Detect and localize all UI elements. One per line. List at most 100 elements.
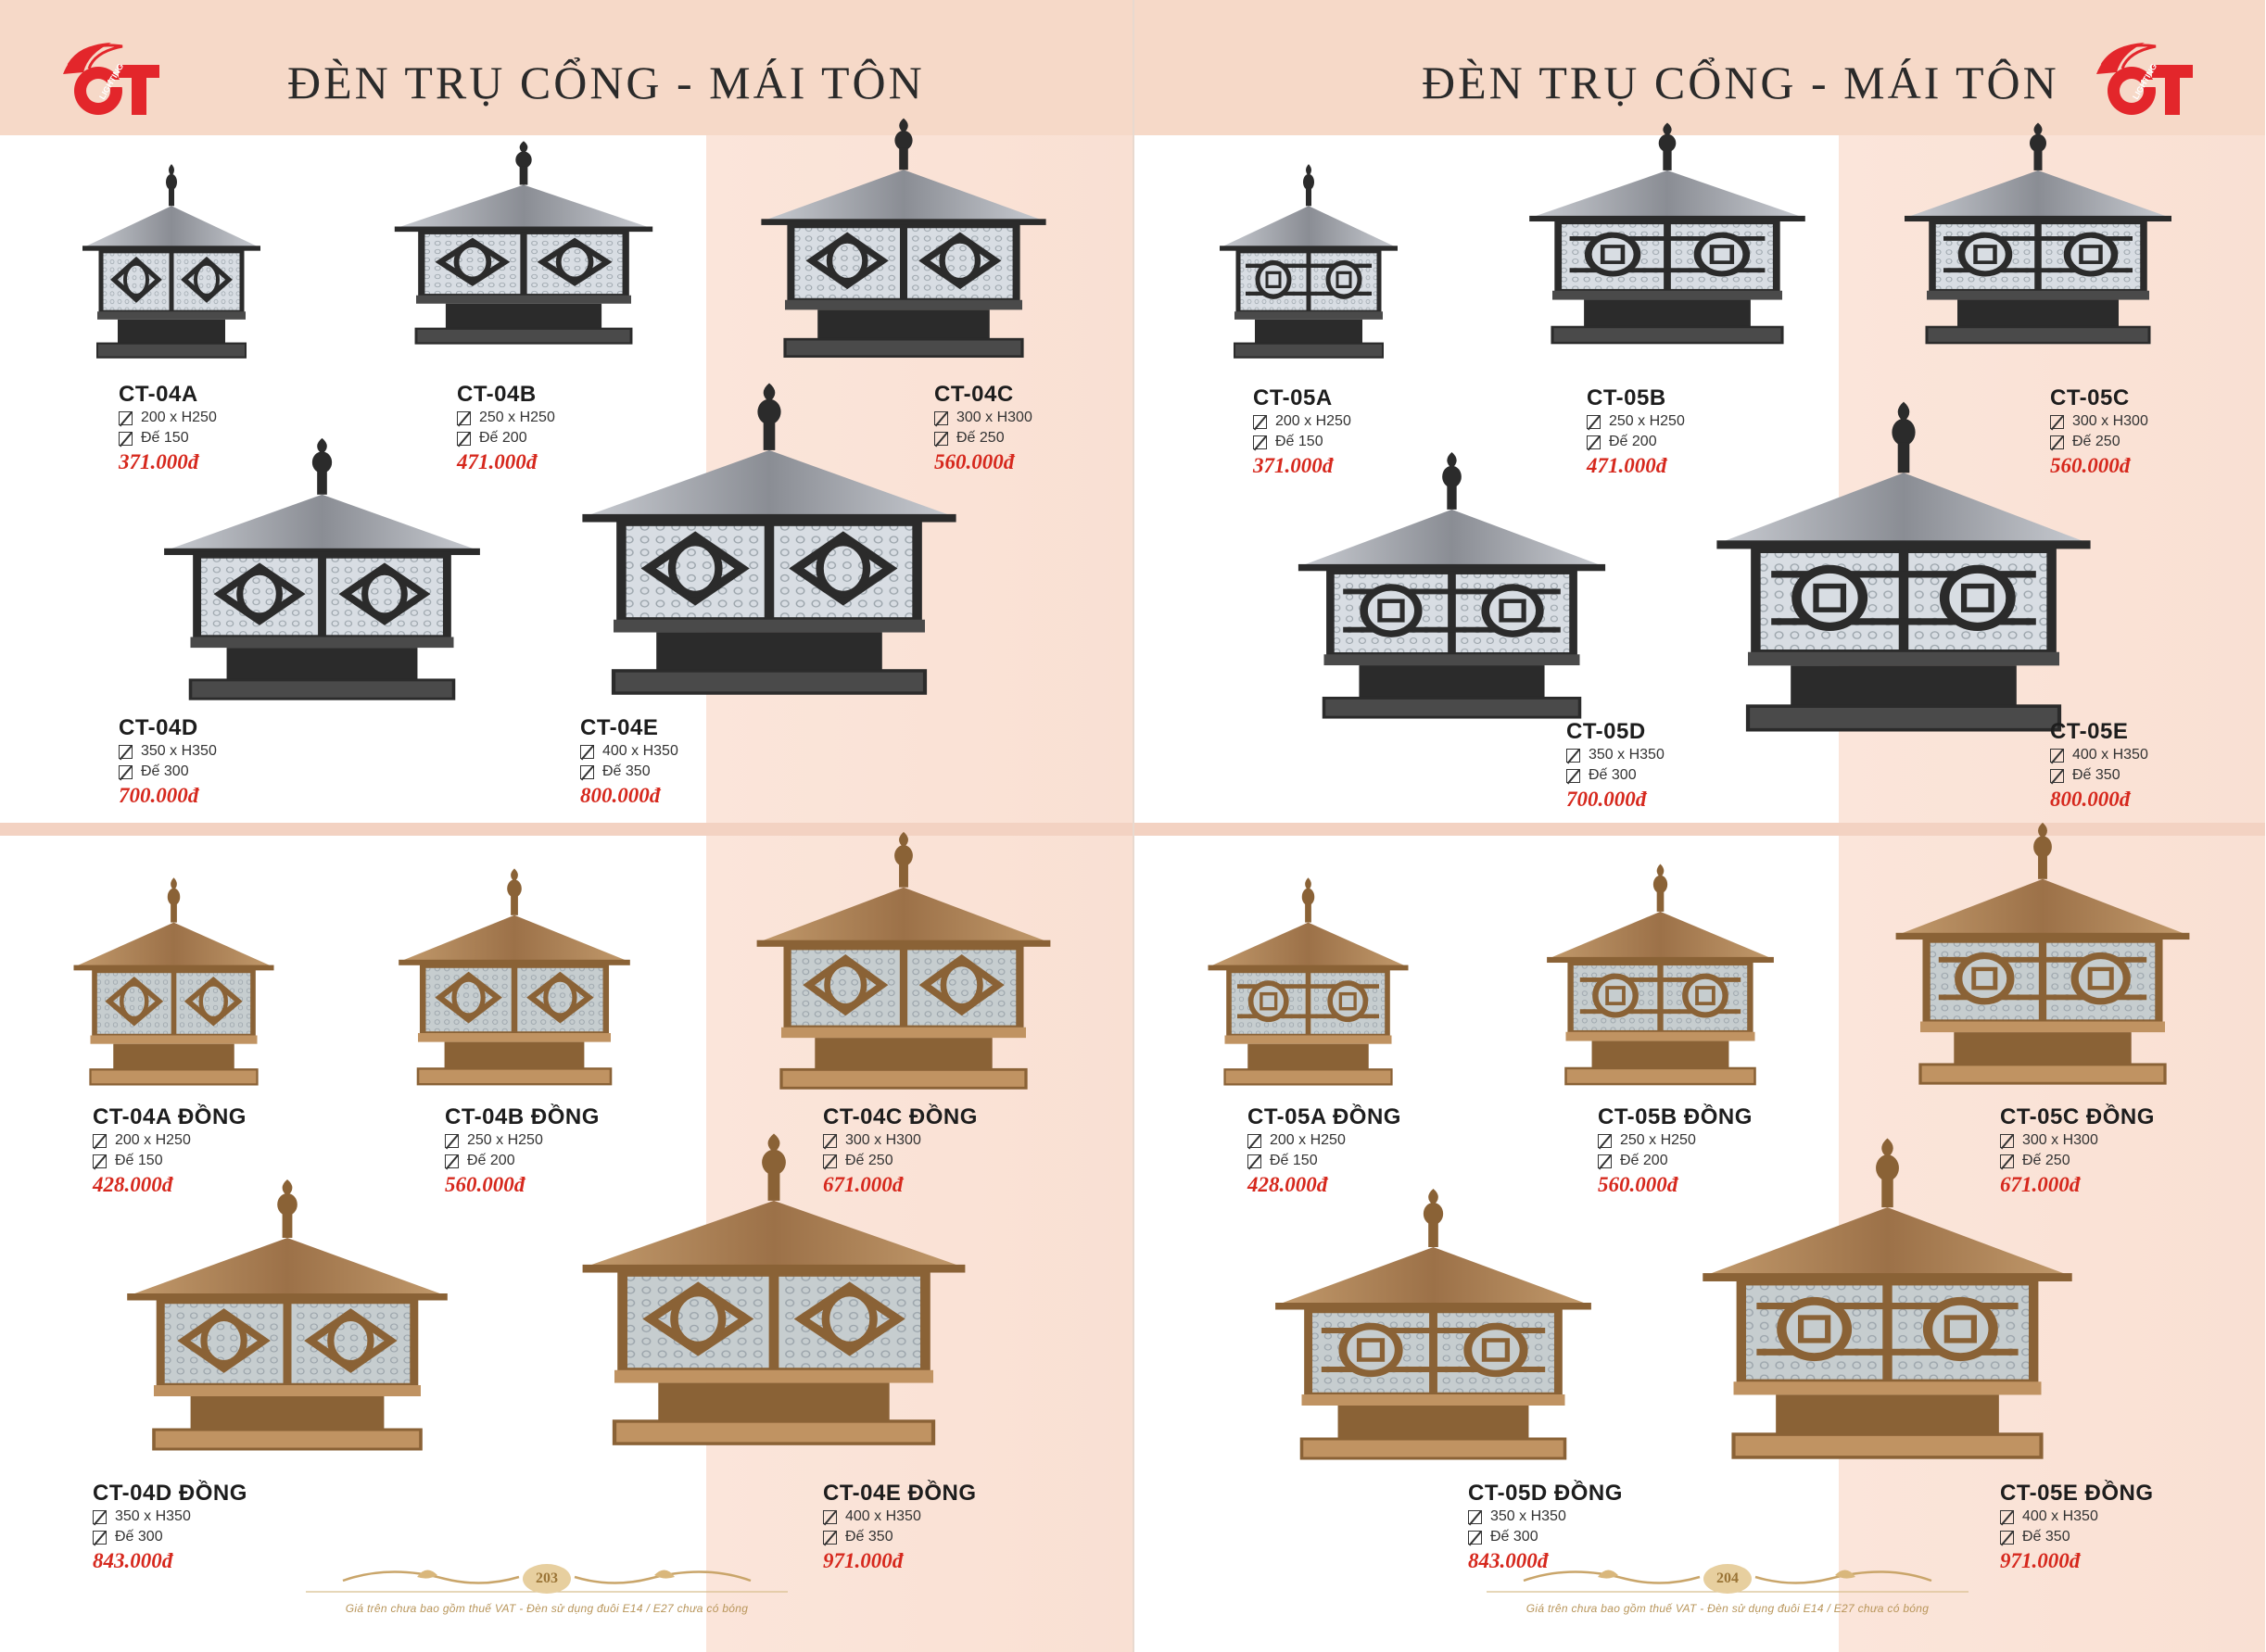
product-base-text: Đế 200: [1620, 1153, 1668, 1168]
product-code: CT-04E: [580, 715, 659, 740]
product-size: 250 x H250: [445, 1130, 600, 1151]
product-size-text: 250 x H250: [467, 1132, 543, 1148]
product-size: 300 x H300: [934, 408, 1032, 428]
product-code: CT-04C ĐỒNG: [823, 1104, 978, 1129]
bronze-gate-lamp-image: [1542, 862, 1779, 1093]
product-price: 560.000đ: [445, 1173, 525, 1196]
product-size-text: 250 x H250: [1609, 413, 1685, 429]
section-divider: [0, 823, 1133, 836]
product-size-text: 350 x H350: [1490, 1508, 1566, 1524]
product-code: CT-04D ĐỒNG: [93, 1481, 247, 1506]
product-base-text: Đế 200: [1609, 434, 1657, 449]
bronze-gate-lamp-image: [1269, 1186, 1598, 1469]
product-base: Đế 300: [93, 1527, 247, 1547]
product-price: 428.000đ: [1247, 1173, 1328, 1196]
product-size: 400 x H350: [823, 1507, 977, 1527]
page-footer: 204 Giá trên chưa bao gồm thuế VAT - Đèn…: [1487, 1560, 1969, 1615]
bronze-gate-lamp-image: [394, 866, 635, 1093]
bronze-gate-lamp-image: [1204, 876, 1412, 1093]
page-header: [1134, 0, 2265, 135]
product-info: CT-04E 400 x H350 Đế 350 800.000đ: [580, 715, 678, 808]
dimension-icon: [119, 411, 133, 425]
product-base-text: Đế 150: [1270, 1153, 1318, 1168]
product-size-text: 200 x H250: [115, 1132, 191, 1148]
catalog-page-right: LIGHTING ĐÈN TRỤ CỔNG - MÁI TÔN: [1133, 0, 2265, 1652]
dimension-icon: [445, 1134, 459, 1148]
dimension-icon: [1468, 1510, 1482, 1524]
product-price: 560.000đ: [2050, 454, 2131, 477]
product-base-text: Đế 250: [2022, 1153, 2070, 1168]
black-gate-lamp-image: [79, 162, 264, 366]
product-base-text: Đế 200: [479, 430, 527, 446]
product-base: Đế 350: [580, 762, 678, 782]
dimension-icon: [2000, 1531, 2014, 1545]
product-size-text: 200 x H250: [1270, 1132, 1346, 1148]
product-code: CT-05D ĐỒNG: [1468, 1481, 1623, 1506]
product-info: CT-04D ĐỒNG 350 x H350 Đế 300 843.000đ: [93, 1481, 247, 1573]
product-base: Đế 250: [2050, 432, 2148, 452]
product-code: CT-04B ĐỒNG: [445, 1104, 600, 1129]
dimension-icon: [934, 411, 948, 425]
product-size-text: 400 x H350: [2022, 1508, 2098, 1524]
black-gate-lamp-image: [1292, 449, 1612, 727]
product-size-text: 250 x H250: [479, 410, 555, 425]
product-code: CT-04E ĐỒNG: [823, 1481, 977, 1506]
product-size: 300 x H300: [2000, 1130, 2155, 1151]
product-price: 671.000đ: [2000, 1173, 2081, 1196]
dimension-icon: [1566, 769, 1580, 783]
product-info: CT-05B 250 x H250 Đế 200 471.000đ: [1587, 385, 1685, 478]
black-gate-lamp-image: [575, 380, 964, 704]
product-info: CT-04C 300 x H300 Đế 250 560.000đ: [934, 382, 1032, 474]
product-base: Đế 150: [93, 1151, 247, 1171]
dimension-icon: [823, 1510, 837, 1524]
product-size-text: 400 x H350: [2072, 747, 2148, 763]
dimension-icon: [1468, 1531, 1482, 1545]
product-base-text: Đế 150: [1275, 434, 1323, 449]
dimension-icon: [1566, 749, 1580, 763]
dimension-icon: [2050, 415, 2064, 429]
dimension-icon: [580, 765, 594, 779]
product-price: 671.000đ: [823, 1173, 904, 1196]
bronze-gate-lamp-image: [751, 829, 1057, 1098]
dimension-icon: [1587, 435, 1601, 449]
dimension-icon: [580, 745, 594, 759]
dimension-icon: [93, 1510, 107, 1524]
dimension-icon: [2050, 435, 2064, 449]
product-base: Đế 150: [1247, 1151, 1401, 1171]
dimension-icon: [934, 432, 948, 446]
product-size: 200 x H250: [1247, 1130, 1401, 1151]
bronze-gate-lamp-image: [575, 1130, 973, 1455]
dimension-icon: [2050, 749, 2064, 763]
product-base-text: Đế 350: [602, 763, 651, 779]
product-size: 200 x H250: [119, 408, 217, 428]
product-info: CT-04A ĐỒNG 200 x H250 Đế 150 428.000đ: [93, 1104, 247, 1197]
product-info: CT-04B ĐỒNG 250 x H250 Đế 200 560.000đ: [445, 1104, 600, 1197]
product-size-text: 300 x H300: [956, 410, 1032, 425]
dimension-icon: [93, 1154, 107, 1168]
black-gate-lamp-image: [1524, 120, 1811, 352]
product-price: 843.000đ: [1468, 1549, 1549, 1572]
dimension-icon: [119, 765, 133, 779]
product-base-text: Đế 250: [845, 1153, 893, 1168]
product-size-text: 350 x H350: [1589, 747, 1665, 763]
product-size-text: 350 x H350: [115, 1508, 191, 1524]
product-base: Đế 200: [457, 428, 555, 448]
product-size: 250 x H250: [457, 408, 555, 428]
product-base: Đế 350: [823, 1527, 977, 1547]
product-base: Đế 300: [1468, 1527, 1623, 1547]
dimension-icon: [1587, 415, 1601, 429]
product-info: CT-05C ĐỒNG 300 x H300 Đế 250 671.000đ: [2000, 1104, 2155, 1197]
product-base-text: Đế 350: [845, 1529, 893, 1545]
dimension-icon: [457, 411, 471, 425]
product-code: CT-05B ĐỒNG: [1598, 1104, 1753, 1129]
product-base-text: Đế 300: [115, 1529, 163, 1545]
product-price: 843.000đ: [93, 1549, 173, 1572]
page-number: 204: [1703, 1564, 1752, 1594]
product-base: Đế 200: [1598, 1151, 1753, 1171]
product-size: 400 x H350: [580, 741, 678, 762]
product-price: 971.000đ: [2000, 1549, 2081, 1572]
product-code: CT-05C: [2050, 385, 2130, 410]
product-code: CT-05A: [1253, 385, 1333, 410]
product-size: 250 x H250: [1598, 1130, 1753, 1151]
dimension-icon: [119, 432, 133, 446]
